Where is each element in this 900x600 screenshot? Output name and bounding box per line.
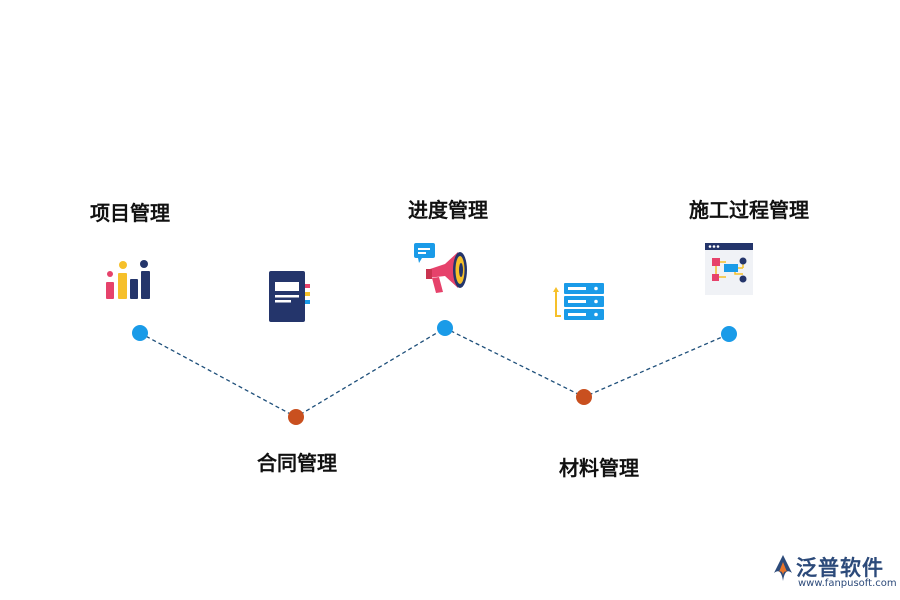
bar-chart-icon: [106, 260, 150, 299]
node-label-construction: 施工过程管理: [689, 198, 809, 222]
node-label-material: 材料管理: [559, 456, 639, 480]
node-dot-5[interactable]: [721, 326, 737, 342]
node-dot-4[interactable]: [576, 389, 592, 405]
megaphone-icon: [414, 243, 467, 293]
zigzag-path: [139, 327, 730, 418]
brand-name: 泛普软件: [796, 556, 884, 580]
document-icon: [269, 271, 310, 322]
flowchart-window-icon: [705, 243, 753, 295]
server-list-icon: [553, 283, 604, 320]
brand-logo-icon: [774, 555, 792, 581]
node-dot-2[interactable]: [288, 409, 304, 425]
node-label-contract: 合同管理: [257, 451, 337, 475]
node-dot-3[interactable]: [437, 320, 453, 336]
node-label-project: 项目管理: [90, 201, 170, 225]
node-label-progress: 进度管理: [408, 198, 488, 222]
node-dot-1[interactable]: [132, 325, 148, 341]
brand-watermark: 泛普软件 www.fanpusoft.com: [770, 551, 897, 593]
brand-url: www.fanpusoft.com: [798, 578, 897, 589]
